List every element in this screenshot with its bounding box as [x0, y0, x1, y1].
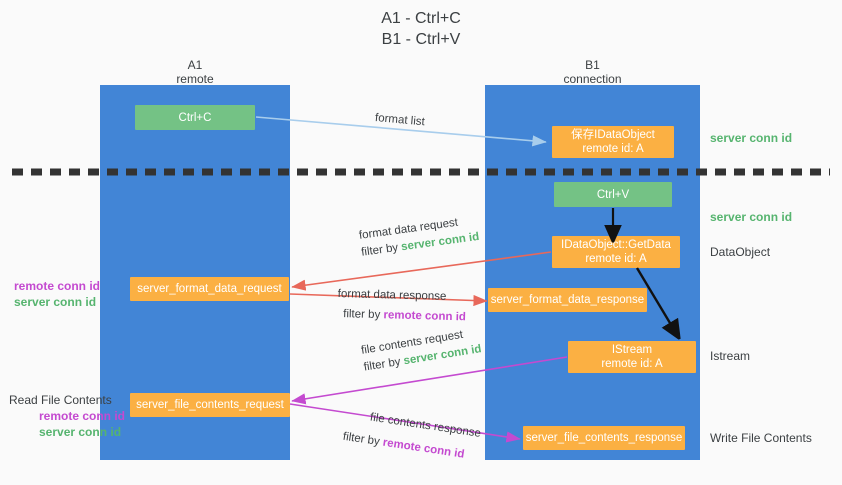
annotation-write-file-contents: Write File Contents: [710, 431, 812, 445]
lane-a1-subtitle: remote: [176, 72, 214, 86]
node-ctrl-v[interactable]: Ctrl+V: [554, 182, 672, 207]
lane-b1-subtitle: connection: [563, 72, 622, 86]
arrow-format-data-request: [291, 251, 552, 291]
node-istream-line1: IStream: [611, 344, 653, 356]
node-server-format-data-request[interactable]: server_format_data_request: [130, 277, 289, 301]
filter-key-remote-conn-id: remote conn id: [383, 309, 467, 324]
node-server-file-contents-response[interactable]: server_file_contents_response: [523, 426, 685, 450]
edge-label-format-data-response-filter: filter by remote conn id: [337, 304, 466, 327]
node-ctrl-c[interactable]: Ctrl+C: [135, 105, 255, 130]
node-save-idataobject-line2: remote id: A: [582, 143, 644, 155]
title-line-2: B1 - Ctrl+V: [381, 31, 461, 48]
edge-label-format-data-response-group: format data response filter by remote co…: [337, 284, 467, 327]
node-server-format-data-response[interactable]: server_format_data_response: [488, 288, 647, 312]
annotation-conn-ids-format: remote conn id server conn id: [14, 278, 100, 310]
title-line-1: A1 - Ctrl+C: [381, 10, 461, 27]
arrow-format-list: [255, 116, 547, 147]
lane-header-a1: A1 remote: [100, 58, 290, 86]
node-getdata-line1: IDataObject::GetData: [561, 239, 671, 251]
filter-by-text: filter by: [362, 355, 405, 374]
node-istream[interactable]: IStream remote id: A: [568, 341, 696, 373]
annotation-read-file-contents: Read File Contents: [9, 393, 112, 407]
lane-header-b1: B1 connection: [485, 58, 700, 86]
arrow-format-data-response: [289, 293, 488, 307]
annotation-istream: Istream: [710, 349, 751, 363]
annotation-server-conn-id-top: server conn id: [710, 131, 793, 145]
arrow-getdata-to-istream: [635, 267, 676, 333]
lane-b1-name: B1: [585, 58, 600, 72]
lane-a1-name: A1: [187, 58, 203, 72]
annotation-remote-conn-id: remote conn id: [14, 279, 101, 293]
annotation-server-conn-id-mid: server conn id: [710, 210, 793, 224]
node-server-file-contents-request[interactable]: server_file_contents_request: [130, 393, 290, 417]
arrow-file-contents-response: [289, 403, 521, 443]
filter-by-text: filter by: [343, 308, 384, 322]
annotation-server-conn-id: server conn id: [14, 295, 97, 309]
annotation-server-conn-id: server conn id: [39, 425, 122, 439]
node-getdata-line2: remote id: A: [585, 253, 647, 265]
annotation-dataobject: DataObject: [710, 245, 771, 259]
node-save-idataobject-line1: 保存IDataObject: [571, 129, 655, 141]
annotation-remote-conn-id: remote conn id: [39, 409, 126, 423]
filter-by-text: filter by: [360, 241, 403, 259]
node-idataobject-getdata[interactable]: IDataObject::GetData remote id: A: [552, 236, 680, 268]
annotation-read-file-contents-group: Read File Contents remote conn id server…: [9, 392, 125, 440]
node-save-idataobject[interactable]: 保存IDataObject remote id: A: [552, 126, 674, 158]
arrow-file-contents-request: [291, 356, 568, 405]
filter-by-text: filter by: [342, 430, 384, 449]
node-istream-line2: remote id: A: [601, 358, 663, 370]
diagram-title: A1 - Ctrl+C B1 - Ctrl+V: [0, 8, 842, 50]
